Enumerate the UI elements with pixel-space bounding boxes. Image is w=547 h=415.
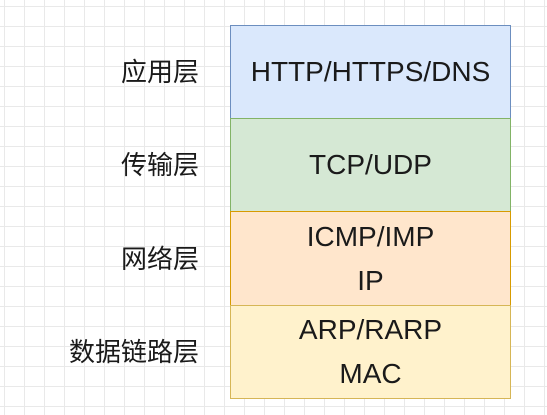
layer-box-transport: TCP/UDP [230,118,511,212]
layer-label-datalink: 数据链路层 [68,338,199,368]
layer-box-datalink: ARP/RARP MAC [230,305,511,399]
layer-box-application: HTTP/HTTPS/DNS [230,25,511,119]
protocol-label: ARP/RARP [298,314,443,345]
protocol-label: HTTP/HTTPS/DNS [250,56,491,87]
layer-label-transport: 传输层 [120,151,199,181]
layer-label-application: 应用层 [120,58,199,88]
protocol-label: MAC [339,358,402,389]
layer-label-network: 网络层 [120,245,199,275]
protocol-label: IP [357,264,384,296]
protocol-label: ICMP/IMP [306,220,435,252]
protocol-label: TCP/UDP [309,149,432,180]
layer-box-network: ICMP/IMP IP [230,211,511,306]
